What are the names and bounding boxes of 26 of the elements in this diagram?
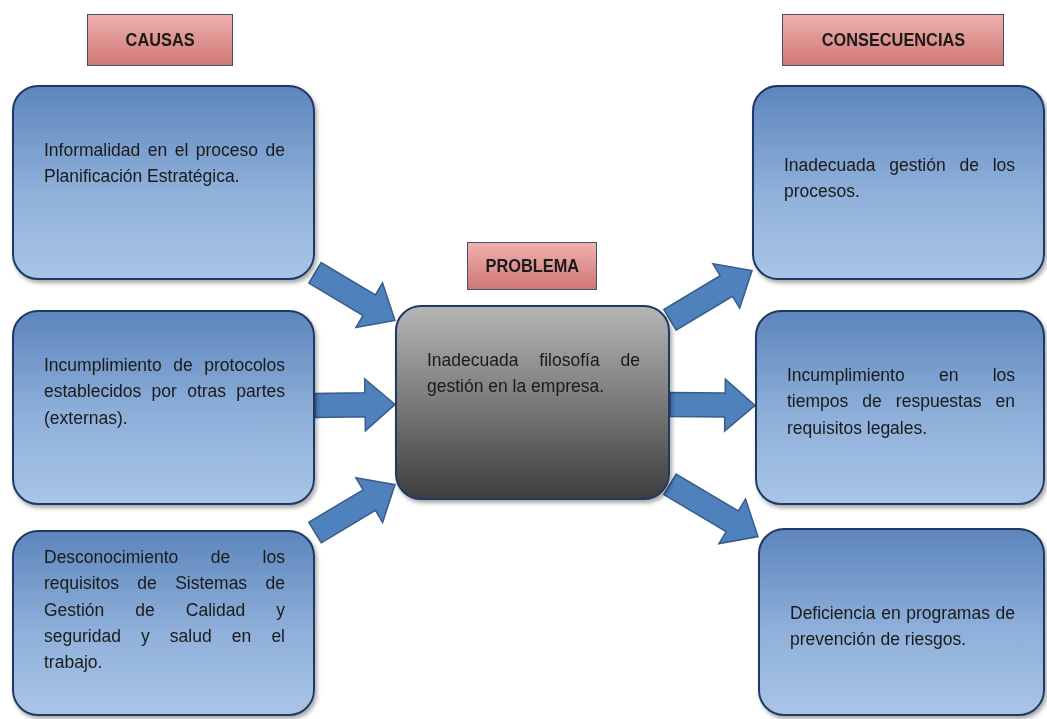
box-text: Incumplimiento de protocolos establecidos por otras partes (externas).	[44, 354, 285, 430]
text-box	[758, 528, 1045, 716]
problem-box	[395, 305, 670, 500]
heading-text: PROBLEMA	[485, 255, 579, 277]
block-arrow	[662, 262, 753, 332]
block-arrow	[314, 377, 397, 433]
box-text: Incumplimiento en los tiempos de respuestas en requisitos legales.	[787, 364, 1015, 440]
box-text: Deficiencia en programas de prevención de riesgos.	[790, 602, 1015, 652]
text-box	[755, 310, 1045, 505]
block-arrow	[307, 476, 396, 544]
heading-text: CAUSAS	[125, 29, 195, 51]
heading-box	[87, 14, 233, 66]
text-box	[12, 310, 315, 505]
box-text: Informalidad en el proceso de Planificación Estratégica.	[44, 139, 285, 189]
text-box	[752, 85, 1045, 280]
block-arrow	[662, 472, 759, 545]
text-box	[12, 85, 315, 280]
heading-box	[467, 242, 597, 290]
box-text: Inadecuada gestión de los procesos.	[784, 154, 1015, 204]
block-arrow	[307, 261, 396, 329]
box-text: Desconocimiento de los requisitos de Sistemas de Gestión de Calidad y seguridad y salud en el trabajo.	[44, 546, 285, 674]
heading-box	[782, 14, 1004, 66]
block-arrow	[669, 377, 757, 433]
text-box	[12, 530, 315, 716]
heading-text: CONSECUENCIAS	[821, 29, 965, 51]
box-text: Inadecuada filosofía de gestión en la empresa.	[427, 349, 640, 399]
